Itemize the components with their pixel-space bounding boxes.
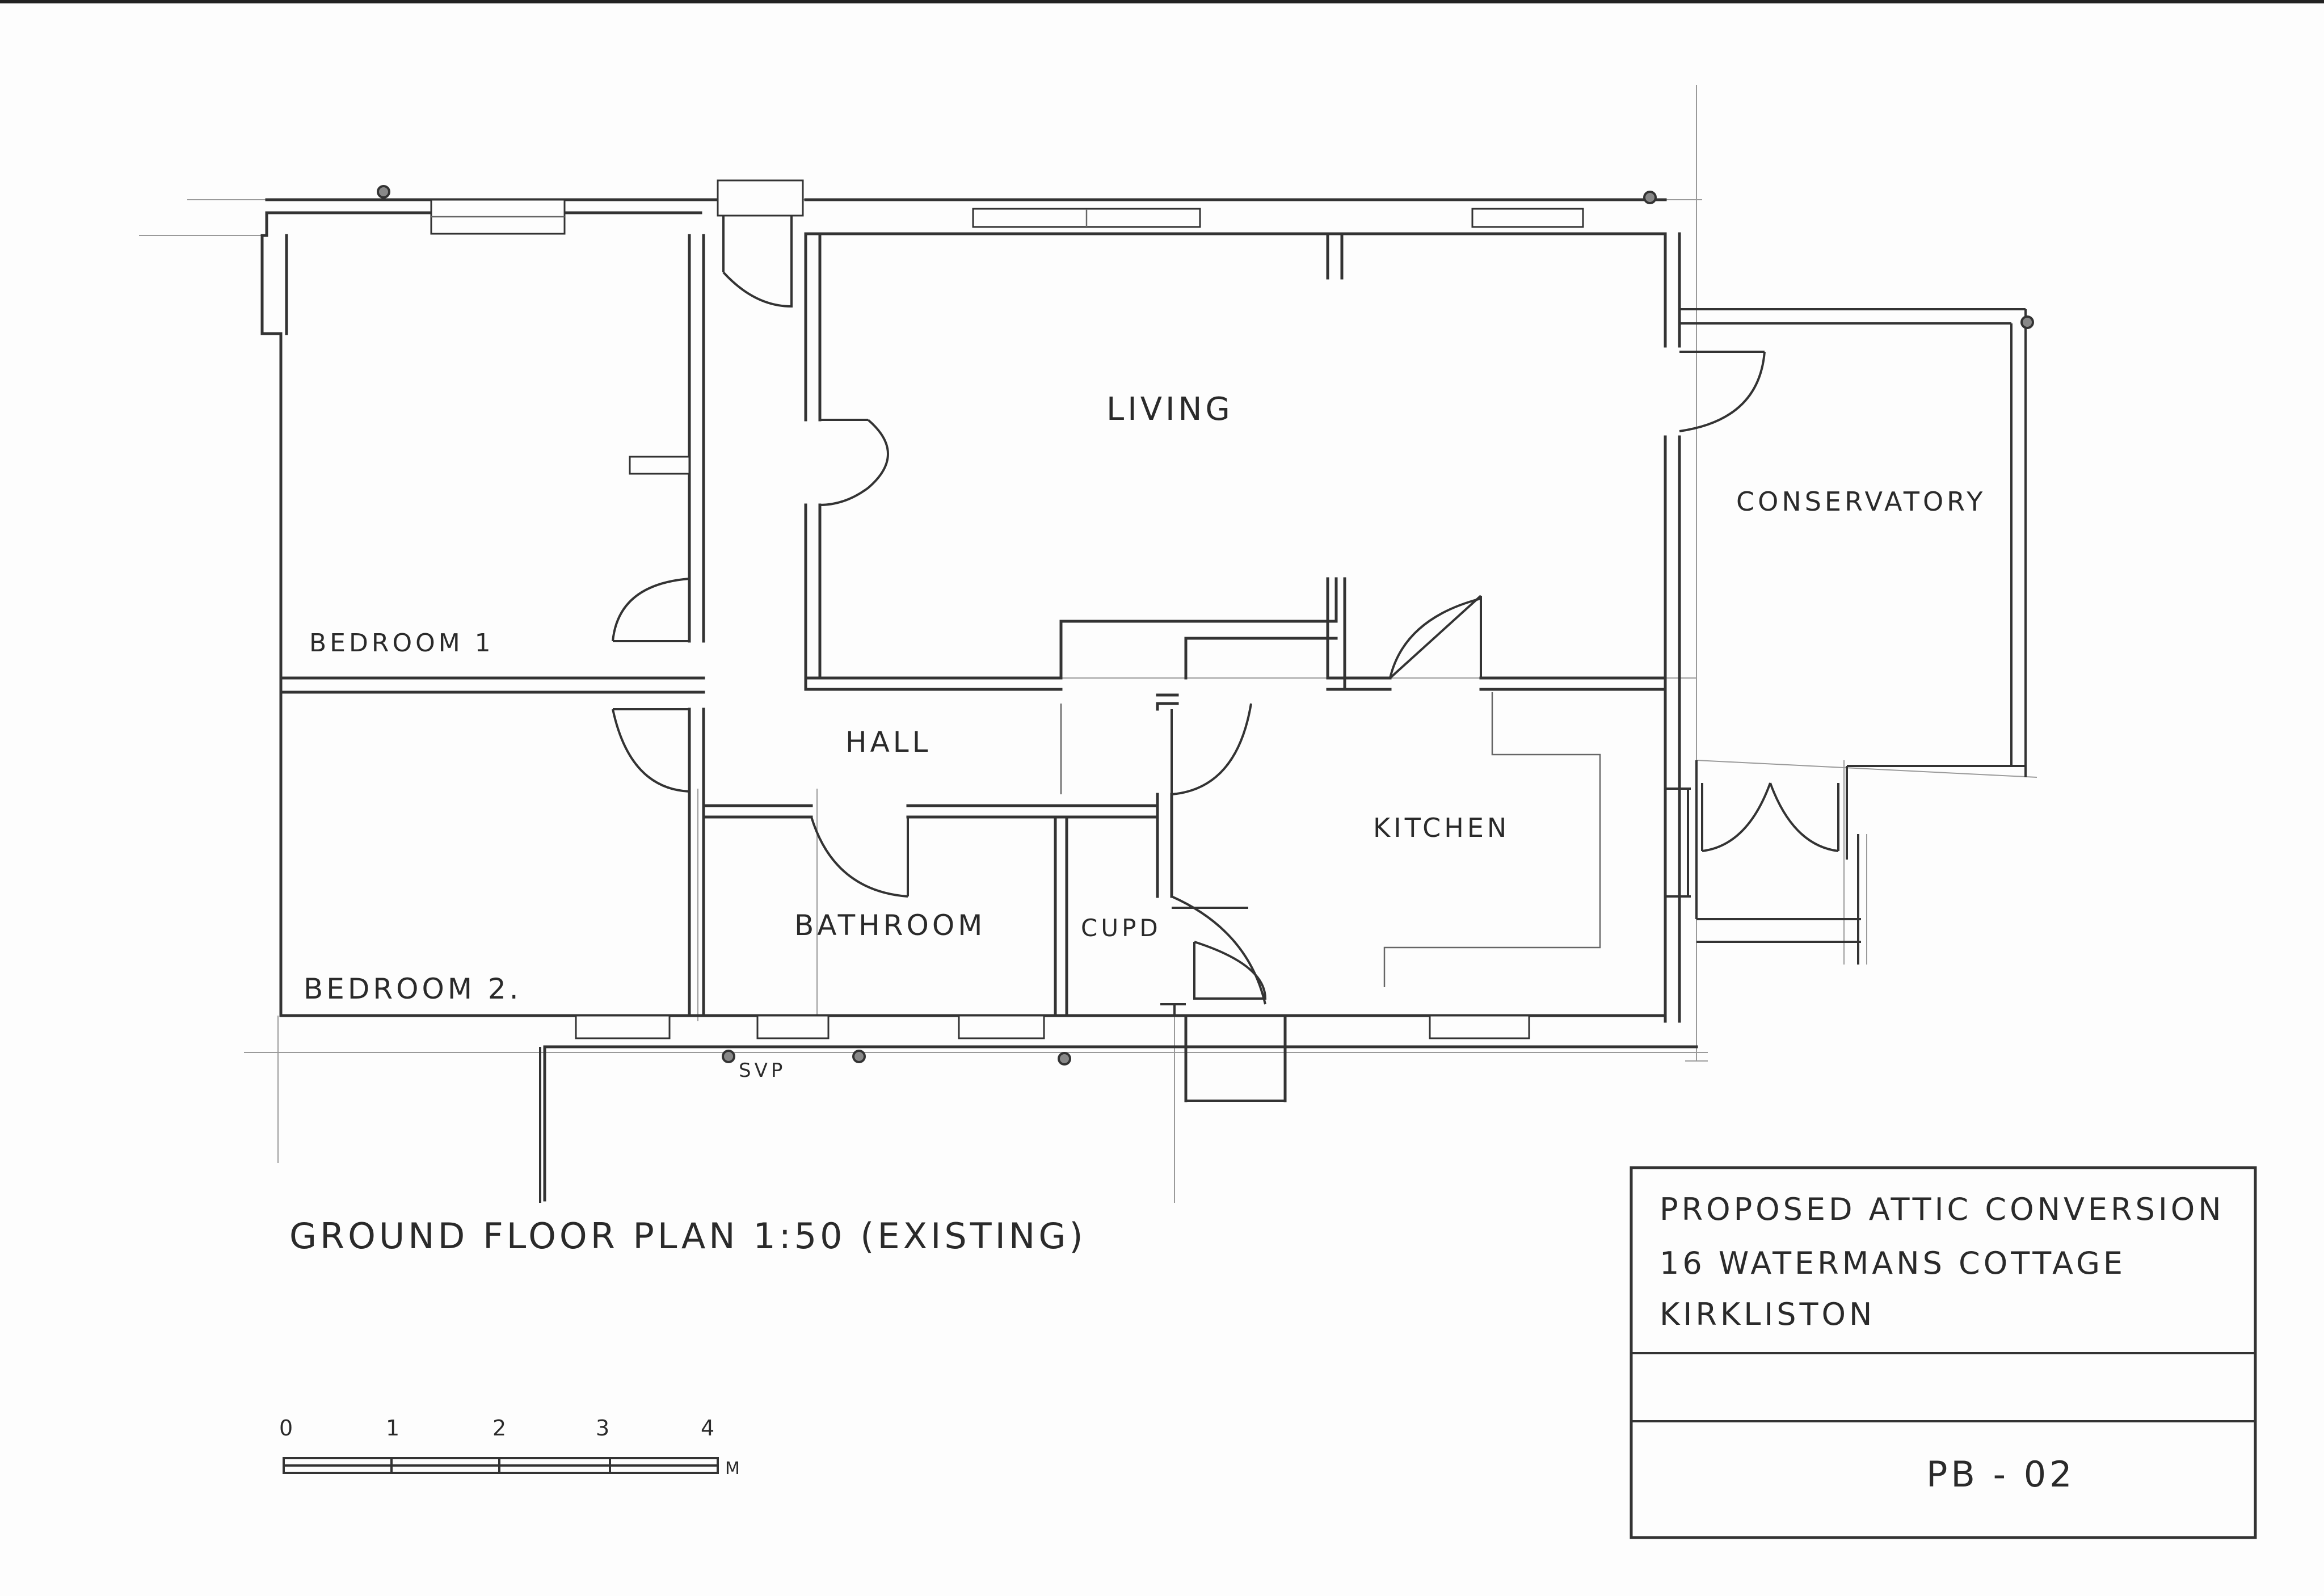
- door-swings: [612, 216, 1839, 1016]
- internal-walls: [279, 232, 1667, 1017]
- title-block: PROPOSED ATTIC CONVERSION 16 WATERMANS C…: [1630, 1166, 2257, 1539]
- scale-tick-3: 3: [596, 1416, 613, 1441]
- title-block-line-2: 16 WATERMANS COTTAGE: [1660, 1245, 2126, 1281]
- room-label-hall: HALL: [845, 726, 932, 759]
- room-label-kitchen: KITCHEN: [1373, 812, 1510, 843]
- room-label-living: LIVING: [1106, 391, 1233, 428]
- room-label-bedroom-2: BEDROOM 2.: [304, 972, 522, 1005]
- svp-label: SVP: [739, 1059, 786, 1082]
- scale-tick-4: 4: [701, 1416, 718, 1441]
- room-label-conservatory: CONSERVATORY: [1736, 486, 1986, 517]
- windows: [430, 179, 1584, 1039]
- scale-tick-2: 2: [492, 1416, 510, 1441]
- room-label-bedroom-1: BEDROOM 1: [309, 629, 494, 658]
- scale-tick-0: 0: [279, 1416, 296, 1441]
- room-labels: LIVING CONSERVATORY BEDROOM 1 BEDROOM 2.…: [304, 391, 1986, 1082]
- kitchen-units: [1060, 692, 1601, 987]
- room-label-bathroom: BATHROOM: [794, 909, 986, 942]
- scale-bar: 0 1 2 3 4 M: [279, 1416, 743, 1479]
- plan-title: GROUND FLOOR PLAN 1:50 (EXISTING): [289, 1215, 1087, 1257]
- external-walls: [260, 198, 1698, 1202]
- room-label-cupd: CUPD: [1081, 914, 1161, 942]
- drawing-number: PB - 02: [1926, 1454, 2075, 1495]
- title-block-line-3: KIRKLISTON: [1660, 1296, 1875, 1332]
- scale-unit: M: [725, 1459, 743, 1479]
- conservatory-walls: [1665, 308, 2027, 965]
- scale-tick-1: 1: [386, 1416, 403, 1441]
- downpipes: [377, 185, 2034, 1066]
- title-block-line-1: PROPOSED ATTIC CONVERSION: [1660, 1191, 2225, 1227]
